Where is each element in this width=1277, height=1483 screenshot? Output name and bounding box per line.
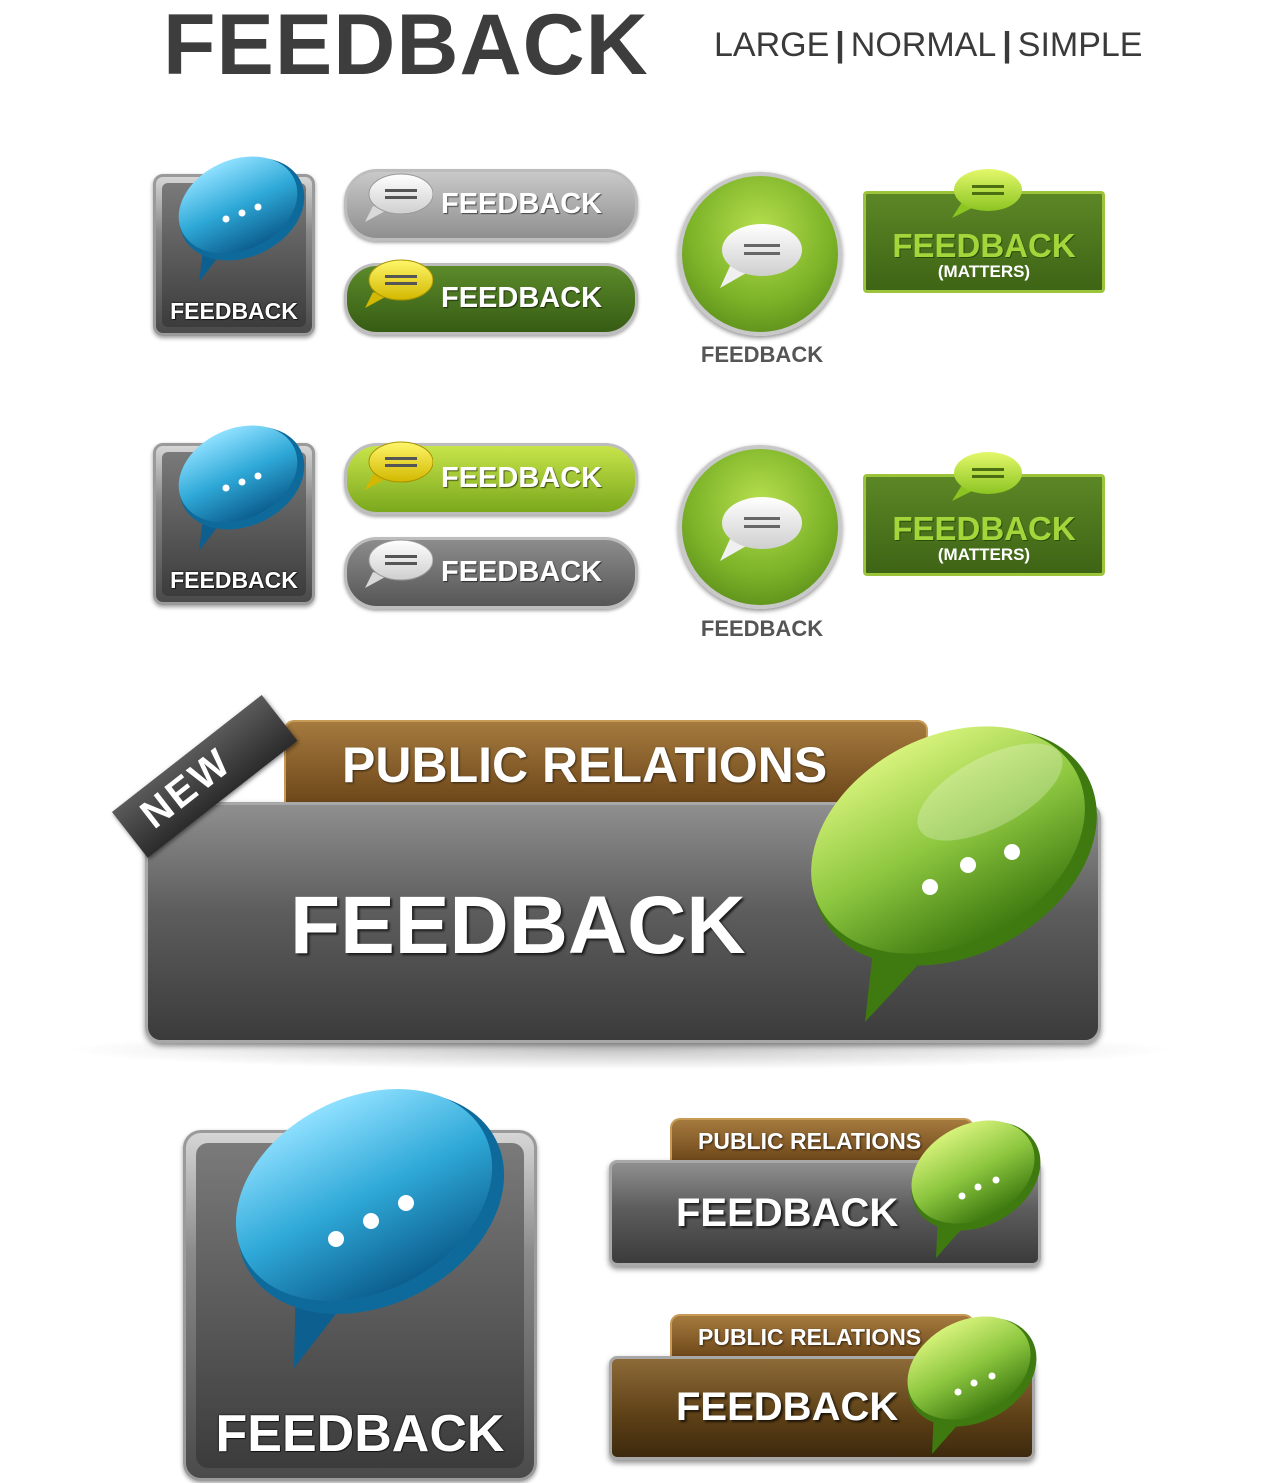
speech-bubble-icon (178, 156, 305, 282)
feedback-pill-button-dark-gray[interactable]: FEEDBACK (344, 537, 638, 609)
public-relations-tab[interactable]: PUBLIC RELATIONS (284, 720, 928, 808)
tab-label: PUBLIC RELATIONS (698, 1324, 922, 1350)
square-button-label: FEEDBACK (215, 1405, 505, 1463)
speech-bubble-icon (365, 173, 433, 222)
size-normal[interactable]: NORMAL (850, 26, 997, 64)
matters-title: FEEDBACK (892, 227, 1076, 264)
speech-bubble-icon (235, 1089, 505, 1368)
matters-title: FEEDBACK (892, 510, 1076, 547)
feedback-round-button[interactable] (678, 445, 842, 609)
speech-bubble-icon (952, 169, 1022, 218)
speech-bubble-icon (720, 224, 802, 288)
matters-subtitle: (MATTERS) (937, 262, 1031, 281)
feedback-matters-button[interactable]: FEEDBACK (MATTERS) (863, 169, 1105, 293)
speech-bubble-icon (365, 539, 433, 588)
speech-bubble-icon (952, 452, 1022, 501)
feedback-square-button[interactable]: FEEDBACK (153, 425, 315, 605)
matters-subtitle: (MATTERS) (937, 545, 1031, 564)
size-options: LARGE|NORMAL|SIMPLE (714, 26, 1142, 65)
banner-label: FEEDBACK (290, 880, 746, 971)
separator: | (835, 26, 845, 64)
feedback-round-button[interactable] (678, 172, 842, 336)
feedback-pill-button-gray[interactable]: FEEDBACK (344, 169, 638, 241)
round-button-label: FEEDBACK (700, 616, 824, 641)
speech-bubble-icon (911, 1120, 1041, 1258)
separator: | (1002, 26, 1012, 64)
pill-label: FEEDBACK (441, 188, 603, 220)
square-button-label: FEEDBACK (170, 298, 298, 324)
feedback-pill-button-light-green[interactable]: FEEDBACK (344, 441, 638, 515)
square-button-label: FEEDBACK (170, 567, 298, 593)
tab-label: PUBLIC RELATIONS (342, 737, 828, 793)
feedback-square-button[interactable]: FEEDBACK (153, 156, 315, 336)
round-button-label: FEEDBACK (700, 342, 824, 367)
speech-bubble-icon (907, 1316, 1037, 1454)
pill-label: FEEDBACK (441, 282, 603, 314)
feedback-pill-button-dark-green[interactable]: FEEDBACK (344, 259, 638, 335)
size-simple[interactable]: SIMPLE (1017, 26, 1143, 64)
feedback-large-square-button[interactable]: FEEDBACK (183, 1089, 537, 1481)
feedback-matters-button[interactable]: FEEDBACK (MATTERS) (863, 452, 1105, 576)
pill-label: FEEDBACK (441, 462, 603, 494)
pill-label: FEEDBACK (441, 556, 603, 588)
speech-bubble-icon (811, 726, 1097, 1022)
speech-bubble-icon (178, 425, 305, 551)
speech-bubble-icon (365, 259, 433, 308)
tab-label: PUBLIC RELATIONS (698, 1128, 922, 1154)
size-large[interactable]: LARGE (714, 26, 830, 64)
banner-label: FEEDBACK (676, 1385, 899, 1429)
banner-label: FEEDBACK (676, 1191, 899, 1235)
page-title: FEEDBACK (163, 0, 649, 93)
speech-bubble-icon (720, 497, 802, 561)
speech-bubble-icon (365, 441, 433, 490)
